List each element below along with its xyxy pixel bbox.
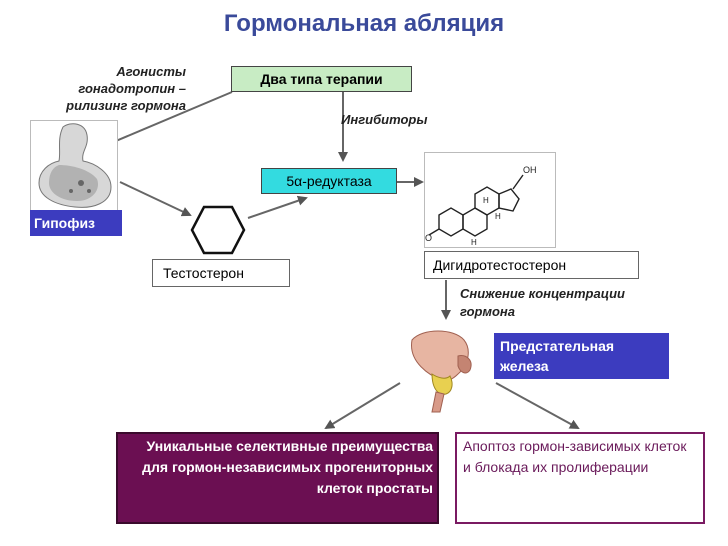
- hormone-decrease-label: Снижение концентрации гормона: [460, 286, 625, 319]
- reductase-box: 5α-редуктаза: [261, 168, 397, 194]
- steroid-h1-text: H: [483, 196, 489, 205]
- advantages-box: Уникальные селективные преимущества для …: [116, 432, 439, 524]
- hexagon-icon: [190, 205, 246, 255]
- steroid-oh-text: OH: [523, 165, 537, 175]
- prostate-image: [402, 326, 494, 414]
- steroid-o-text: O: [425, 233, 432, 243]
- pituitary-image: [30, 120, 118, 212]
- arrow-testosterone-to-reductase: [247, 195, 308, 219]
- diagram-title: Гормональная абляция: [223, 10, 505, 37]
- arrow-therapy-to-pituitary: [102, 91, 233, 148]
- arrow-prostate-to-apoptosis: [495, 382, 580, 429]
- pituitary-label: Гипофиз: [30, 210, 122, 236]
- therapy-types-box: Два типа терапии: [231, 66, 412, 92]
- steroid-h3-text: H: [471, 238, 477, 247]
- apoptosis-box: Апоптоз гормон-зависимых клеток и блокад…: [455, 432, 705, 524]
- steroid-h2-text: H: [495, 212, 501, 221]
- dht-box: Дигидротестостерон: [424, 251, 639, 279]
- inhibitors-label: Ингибиторы: [341, 112, 428, 127]
- steroid-structure-image: O OH H H H: [424, 152, 556, 248]
- arrow-prostate-to-advantages: [324, 382, 401, 430]
- testosterone-box: Тестостерон: [152, 259, 290, 287]
- agonists-label: Агонисты гонадотропин – рилизинг гормона: [66, 64, 186, 113]
- prostate-label: Предстательная железа: [494, 333, 669, 379]
- arrow-pituitary-to-testosterone: [119, 181, 192, 217]
